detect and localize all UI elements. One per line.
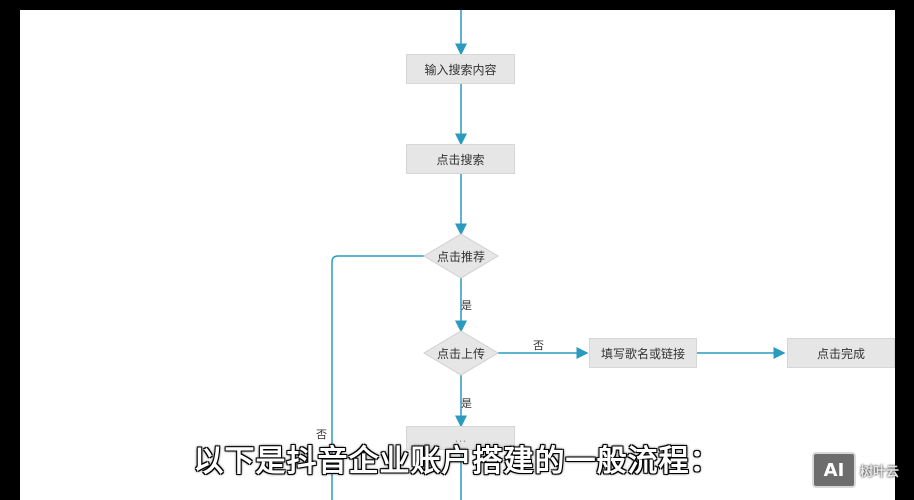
node-click-search-label: 点击搜索 <box>436 152 485 167</box>
node-click-recommend-label: 点击推荐 <box>436 249 485 264</box>
ai-logo-icon: AI <box>812 452 856 488</box>
node-click-upload-label: 点击上传 <box>436 346 485 361</box>
flowchart-canvas: 输入搜索内容 点击搜索 点击推荐 点击上传 填写歌名或链接 点击完成 … 是 是… <box>20 10 895 500</box>
node-fill-song-label: 填写歌名或链接 <box>600 346 685 361</box>
decision-upload-shape <box>423 330 499 376</box>
node-fill-song: 填写歌名或链接 <box>589 338 697 368</box>
flowchart-connectors <box>331 10 786 500</box>
watermark-name: 树叶云 <box>860 464 900 480</box>
edge-label-upload-yes: 是 <box>461 397 472 410</box>
node-click-done: 点击完成 <box>787 338 895 368</box>
connector-recommend-no <box>331 255 424 500</box>
video-subtitle: 以下是抖音企业账户搭建的一般流程： <box>193 444 721 479</box>
node-click-done-label: 点击完成 <box>816 346 865 361</box>
watermark-logo-text: AI <box>823 459 845 481</box>
node-partial-label: … <box>454 431 467 445</box>
node-input-search: 输入搜索内容 <box>406 54 515 84</box>
node-click-recommend: 点击推荐 <box>424 234 498 278</box>
edge-label-recommend-no: 否 <box>316 428 327 441</box>
watermark: AI 树叶云 <box>812 452 899 488</box>
node-click-upload: 点击上传 <box>424 331 498 375</box>
edge-label-upload-no: 否 <box>533 339 544 352</box>
node-partial-obscured: … <box>406 426 515 450</box>
node-input-search-label: 输入搜索内容 <box>424 62 497 77</box>
node-click-search: 点击搜索 <box>406 144 515 174</box>
edge-label-recommend-yes: 是 <box>461 299 472 312</box>
decision-recommend-shape <box>423 233 499 279</box>
